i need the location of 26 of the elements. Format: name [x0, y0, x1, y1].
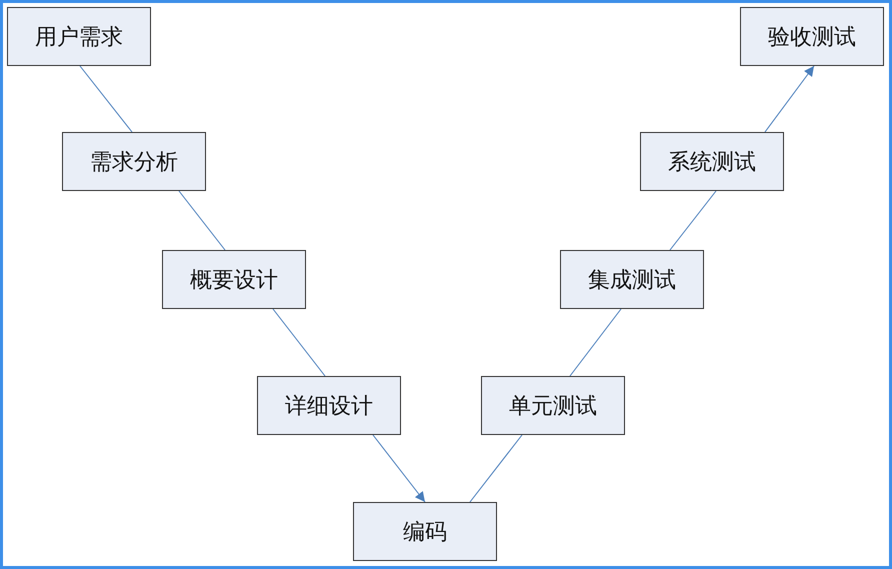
process-box [353, 502, 497, 561]
box-label: 验收测试 [768, 24, 856, 52]
box-label: 单元测试 [509, 392, 597, 420]
connector-line [80, 66, 132, 132]
connector-line [372, 434, 426, 502]
process-box [7, 7, 151, 66]
process-box [162, 250, 306, 309]
box-label: 需求分析 [90, 148, 178, 176]
connector-line [470, 434, 522, 502]
connector-line [272, 308, 326, 376]
process-box [257, 376, 401, 435]
box-label: 概要设计 [190, 266, 278, 294]
box-label: 编码 [403, 518, 447, 546]
connector-line [570, 308, 622, 376]
process-box [62, 132, 206, 191]
process-box [481, 376, 625, 435]
box-label: 系统测试 [668, 148, 756, 176]
connector-line [670, 190, 716, 250]
process-box [640, 132, 784, 191]
process-box [560, 250, 704, 309]
box-label: 用户需求 [35, 24, 123, 52]
connector-line [178, 190, 226, 250]
box-label: 集成测试 [588, 266, 676, 294]
process-box [740, 7, 884, 66]
connector-line [764, 66, 814, 132]
box-label: 详细设计 [285, 392, 373, 420]
